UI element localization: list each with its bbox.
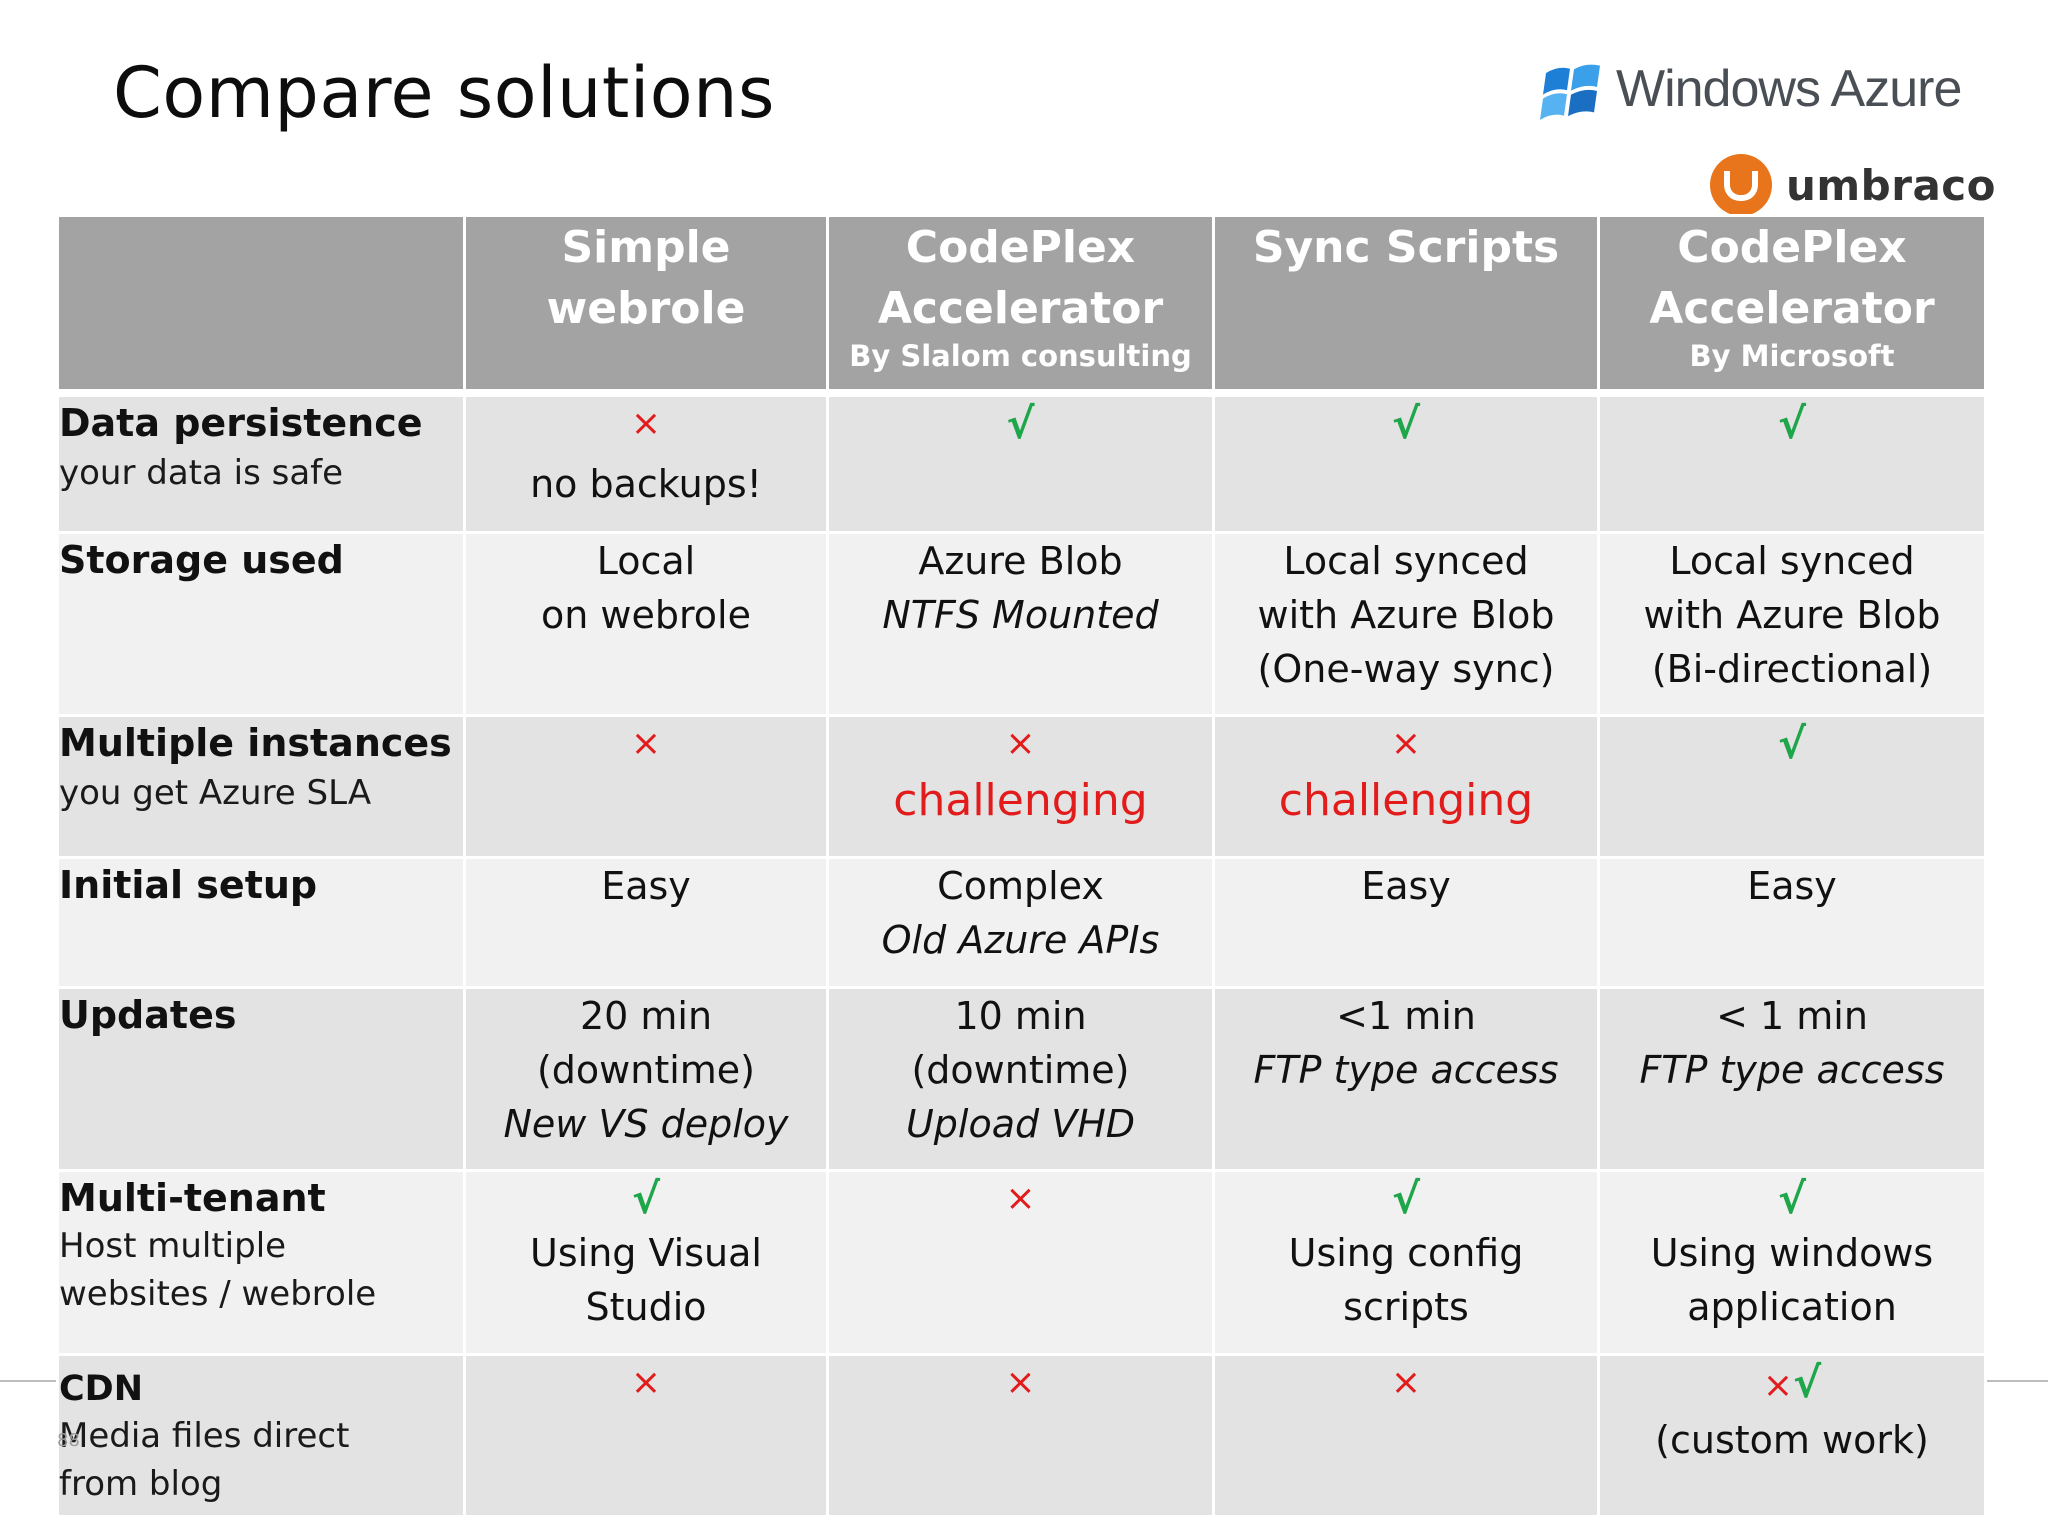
check-mark: √ [1391,1174,1420,1223]
row-label: Initial setup [56,856,466,989]
col-header-codeplex-slalom: CodePlex Accelerator By Slalom consultin… [826,214,1215,394]
table-cell: Easy [463,856,829,989]
windows-flag-icon [1540,64,1600,120]
cross-mark: × [630,402,662,444]
umbraco-wordmark: umbraco [1786,160,1997,210]
cross-mark: × [1762,1365,1794,1406]
umbraco-u-icon [1710,154,1772,216]
table-cell: × no backups! [463,388,829,534]
table-cell: √ [1212,388,1600,534]
row-multiple-instances: Multiple instances you get Azure SLA × ×… [56,714,1987,859]
right-divider [1985,1380,2048,1382]
col-header-simple-webrole: Simple webrole [463,214,829,394]
table-cell: √ Using config scripts [1212,1169,1600,1356]
page-number: 88 [57,1430,80,1451]
table-cell: Easy [1212,856,1600,989]
row-label: CDN Media files direct from blog [56,1353,466,1518]
table-cell: √ [1597,388,1987,534]
row-multi-tenant: Multi-tenant Host multiple websites / we… [56,1169,1987,1356]
cross-mark: × [1005,1362,1036,1403]
check-mark: √ [1777,398,1806,448]
row-label: Multi-tenant Host multiple websites / we… [56,1169,466,1356]
col-header-sync-scripts: Sync Scripts [1212,214,1600,394]
left-divider [0,1380,58,1382]
check-mark: √ [1777,1174,1806,1223]
table-cell: 20 min (downtime) New VS deploy [463,986,829,1172]
check-mark: √ [1793,1358,1822,1407]
row-label: Updates [56,986,466,1172]
row-storage-used: Storage used Local on webrole Azure Blob… [56,531,1987,717]
table-cell: × [826,1169,1215,1356]
table-cell: < 1 min FTP type access [1597,986,1987,1172]
table-cell: 10 min (downtime) Upload VHD [826,986,1215,1172]
col-header-codeplex-microsoft: CodePlex Accelerator By Microsoft [1597,214,1987,394]
row-data-persistence: Data persistence your data is safe × no … [56,388,1987,534]
table-cell: √ Using Visual Studio [463,1169,829,1356]
table-cell: × [463,714,829,859]
table-cell: × [826,1353,1215,1518]
row-label: Storage used [56,531,466,717]
check-mark: √ [1006,398,1035,448]
table-cell: √ Using windows application [1597,1169,1987,1356]
row-initial-setup: Initial setup Easy Complex Old Azure API… [56,856,1987,989]
check-mark: √ [631,1174,660,1223]
table-cell: × challenging [826,714,1215,859]
table-cell: ×√ (custom work) [1597,1353,1987,1518]
table-cell: Azure Blob NTFS Mounted [826,531,1215,717]
table-cell: × challenging [1212,714,1600,859]
cross-mark: × [1005,723,1036,764]
table-cell: <1 min FTP type access [1212,986,1600,1172]
table-cell: √ [1597,714,1987,859]
header-corner [56,214,466,394]
slide-title: Compare solutions [113,52,775,134]
comparison-table: Simple webrole CodePlex Accelerator By S… [56,214,1987,1518]
cross-mark: × [1390,723,1422,764]
cross-check-mark: ×√ [1600,1356,1984,1413]
table-cell: × [1212,1353,1600,1518]
table-cell: √ [826,388,1215,534]
row-label: Data persistence your data is safe [56,388,466,534]
table-cell: Local on webrole [463,531,829,717]
table-cell: Easy [1597,856,1987,989]
table-cell: Complex Old Azure APIs [826,856,1215,989]
table-cell: × [463,1353,829,1518]
table-cell: Local synced with Azure Blob (One-way sy… [1212,531,1600,717]
row-updates: Updates 20 min (downtime) New VS deploy … [56,986,1987,1172]
cross-mark: × [630,723,662,764]
windows-azure-logo: Windows Azure [1540,52,1962,126]
header-row: Simple webrole CodePlex Accelerator By S… [56,214,1987,394]
cross-mark: × [1005,1178,1036,1219]
umbraco-logo: umbraco [1710,152,1996,218]
windows-azure-wordmark: Windows Azure [1616,60,1962,118]
row-cdn: CDN Media files direct from blog × × × ×… [56,1353,1987,1518]
check-mark: √ [1777,719,1806,768]
cross-mark: × [630,1362,662,1403]
check-mark: √ [1391,398,1420,448]
cross-mark: × [1390,1362,1422,1403]
table-cell: Local synced with Azure Blob (Bi-directi… [1597,531,1987,717]
row-label: Multiple instances you get Azure SLA [56,714,466,859]
